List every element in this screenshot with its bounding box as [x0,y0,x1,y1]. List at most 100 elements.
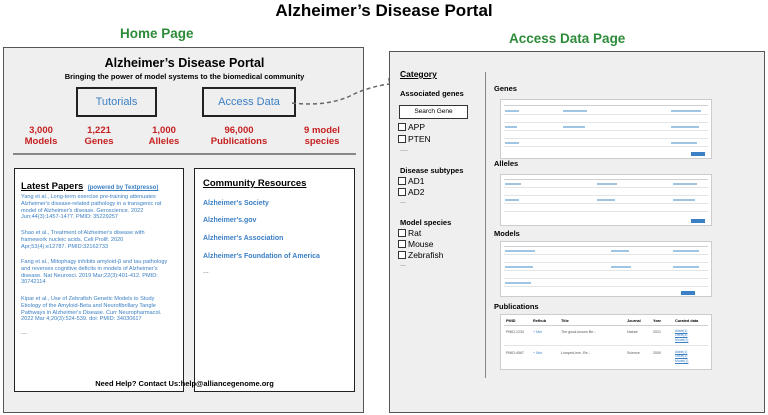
table-cell [597,199,615,201]
paper-line: framework nucleic acids. Cell Prolif. 20… [21,236,124,243]
table-cell: PMID:4567 [506,351,524,355]
pagination-button[interactable] [691,152,705,156]
powered-by-textpresso-link[interactable]: (powered by Textpresso) [87,185,159,191]
models-table-thumbnail [500,241,712,297]
table-row-rule [504,146,708,147]
subtypes-more: ... [400,198,406,205]
stat-label: species [304,136,340,147]
paper-line: model of Alzheimer's disease. Geroscienc… [21,207,144,214]
community-resources-card: Community Resources Alzheimer's Society … [194,168,355,392]
species-option-zebrafish[interactable]: Zebrafish [398,250,443,260]
pagination-button[interactable] [691,219,705,223]
table-cell: Nature [627,330,638,334]
table-cell [671,110,701,112]
gene-option-app[interactable]: APP [398,122,425,132]
table-cell[interactable]: + Mor [533,330,543,334]
papers-more: ... [21,329,27,336]
main-title: Alzheimer’s Disease Portal [275,1,493,20]
category-heading: Category [400,69,437,79]
curated-link[interactable]: Gene(3) [675,333,688,338]
genes-section-label: Genes [494,84,517,93]
option-label: Mouse [408,239,434,249]
pagination-button[interactable] [681,291,695,295]
checkbox[interactable] [398,251,406,259]
table-row-rule [504,286,708,287]
table-cell: Science [627,351,640,355]
table-cell [611,266,631,268]
latest-papers-card: Latest Papers (powered by Textpresso) Ya… [14,168,184,392]
stat-value: 3,000 [29,125,53,136]
access-data-button[interactable]: Access Data [202,87,296,117]
table-row-rule [504,278,708,279]
table-cell [563,110,587,112]
table-cell [505,199,519,201]
stat-value: 1,221 [87,125,111,136]
curated-data-links: Allele(1) Gene(1) Model(1) [675,350,688,363]
arrow-connector [291,78,400,105]
resource-link[interactable]: Alzheimer's.gov [203,217,257,224]
curated-link[interactable]: Model(1) [675,358,689,363]
paper-line: Fang et al., Mitophagy inhibits amyloid-… [21,259,168,265]
table-cell: 2021 [653,330,661,334]
paper-line: Etiology of the Amyloid-Beta and Neurofi… [21,302,156,309]
checkbox[interactable] [398,123,406,131]
stat-label: Models [24,136,58,147]
resource-link[interactable]: Alzheimer's Foundation of America [203,253,320,260]
publications-table: PMID Refhub Title Journal Year Curated d… [500,314,712,370]
stat-species: 9 model species [294,125,350,147]
table-cell [611,250,629,252]
species-option-mouse[interactable]: Mouse [398,239,434,249]
paper-item[interactable]: Kipar et al., Use of Zebrafish Genetic M… [21,296,183,323]
search-gene-input[interactable]: Search Gene [399,105,468,119]
stat-label: Publications [210,136,268,147]
option-label: APP [408,122,426,132]
column-header: Year [653,319,662,323]
home-page-panel: Alzheimer’s Disease Portal Bringing the … [3,47,364,413]
species-option-rat[interactable]: Rat [398,228,421,238]
table-row-rule [504,203,708,204]
associated-genes-title: Associated genes [400,89,464,98]
stats-divider [13,153,356,155]
checkbox[interactable] [398,177,406,185]
checkbox[interactable] [398,229,406,237]
paper-item[interactable]: Yang et al., Long-term exercise pre-trai… [21,194,183,221]
checkbox[interactable] [398,240,406,248]
table-cell: PMID:1234 [506,330,524,334]
resource-link[interactable]: Alzheimer's Society [203,200,269,207]
table-header-rule [504,246,708,247]
checkbox[interactable] [398,135,406,143]
table-row-rule [504,254,708,255]
table-cell [505,282,531,284]
community-resources-title: Community Resources [203,178,307,189]
stat-genes: 1,221 Genes [76,125,122,147]
resource-link[interactable]: Alzheimer's Association [203,235,284,242]
table-cell: Lumped-ism -Re... [561,351,591,355]
curated-link[interactable]: Allele(1) [675,350,688,354]
stat-label: Genes [84,136,114,147]
model-species-title: Model species [400,218,452,227]
gene-option-pten[interactable]: PTEN [398,134,431,144]
table-cell [671,142,697,144]
tutorials-button[interactable]: Tutorials [76,87,157,117]
paper-item[interactable]: Shao et al., Treatment of Alzheimer's di… [21,230,183,250]
checkbox[interactable] [398,188,406,196]
curated-link[interactable]: Allele(1) [675,329,688,333]
paper-line: Shao et al., Treatment of Alzheimer's di… [21,230,145,236]
paper-item[interactable]: Fang et al., Mitophagy inhibits amyloid-… [21,259,183,286]
latest-papers-heading: Latest Papers (powered by Textpresso) [21,176,158,194]
column-header: Refhub [533,319,547,323]
subtype-option-ad2[interactable]: AD2 [398,187,425,197]
paper-line: Kipar et al., Use of Zebrafish Genetic M… [21,296,155,302]
paper-line: 2022 Mar 4;20(3):524-539. doi: PMID: 340… [21,316,142,323]
table-cell [563,126,585,128]
portal-tagline: Bringing the power of model systems to t… [64,72,305,81]
subtype-option-ad1[interactable]: AD1 [398,176,425,186]
stat-value: 96,000 [224,125,254,136]
table-row-rule [504,114,708,115]
curated-link[interactable]: Model(1) [675,337,689,342]
paper-line: Apr;53(4):e12787. PMID:32162733 [21,243,109,250]
table-cell[interactable]: + Mor [533,351,543,355]
stat-value: 9 model [304,125,340,136]
paper-line: Jun;44(3):1457-1477. PMID: 35229257 [21,214,119,221]
curated-link[interactable]: Gene(1) [675,354,688,359]
